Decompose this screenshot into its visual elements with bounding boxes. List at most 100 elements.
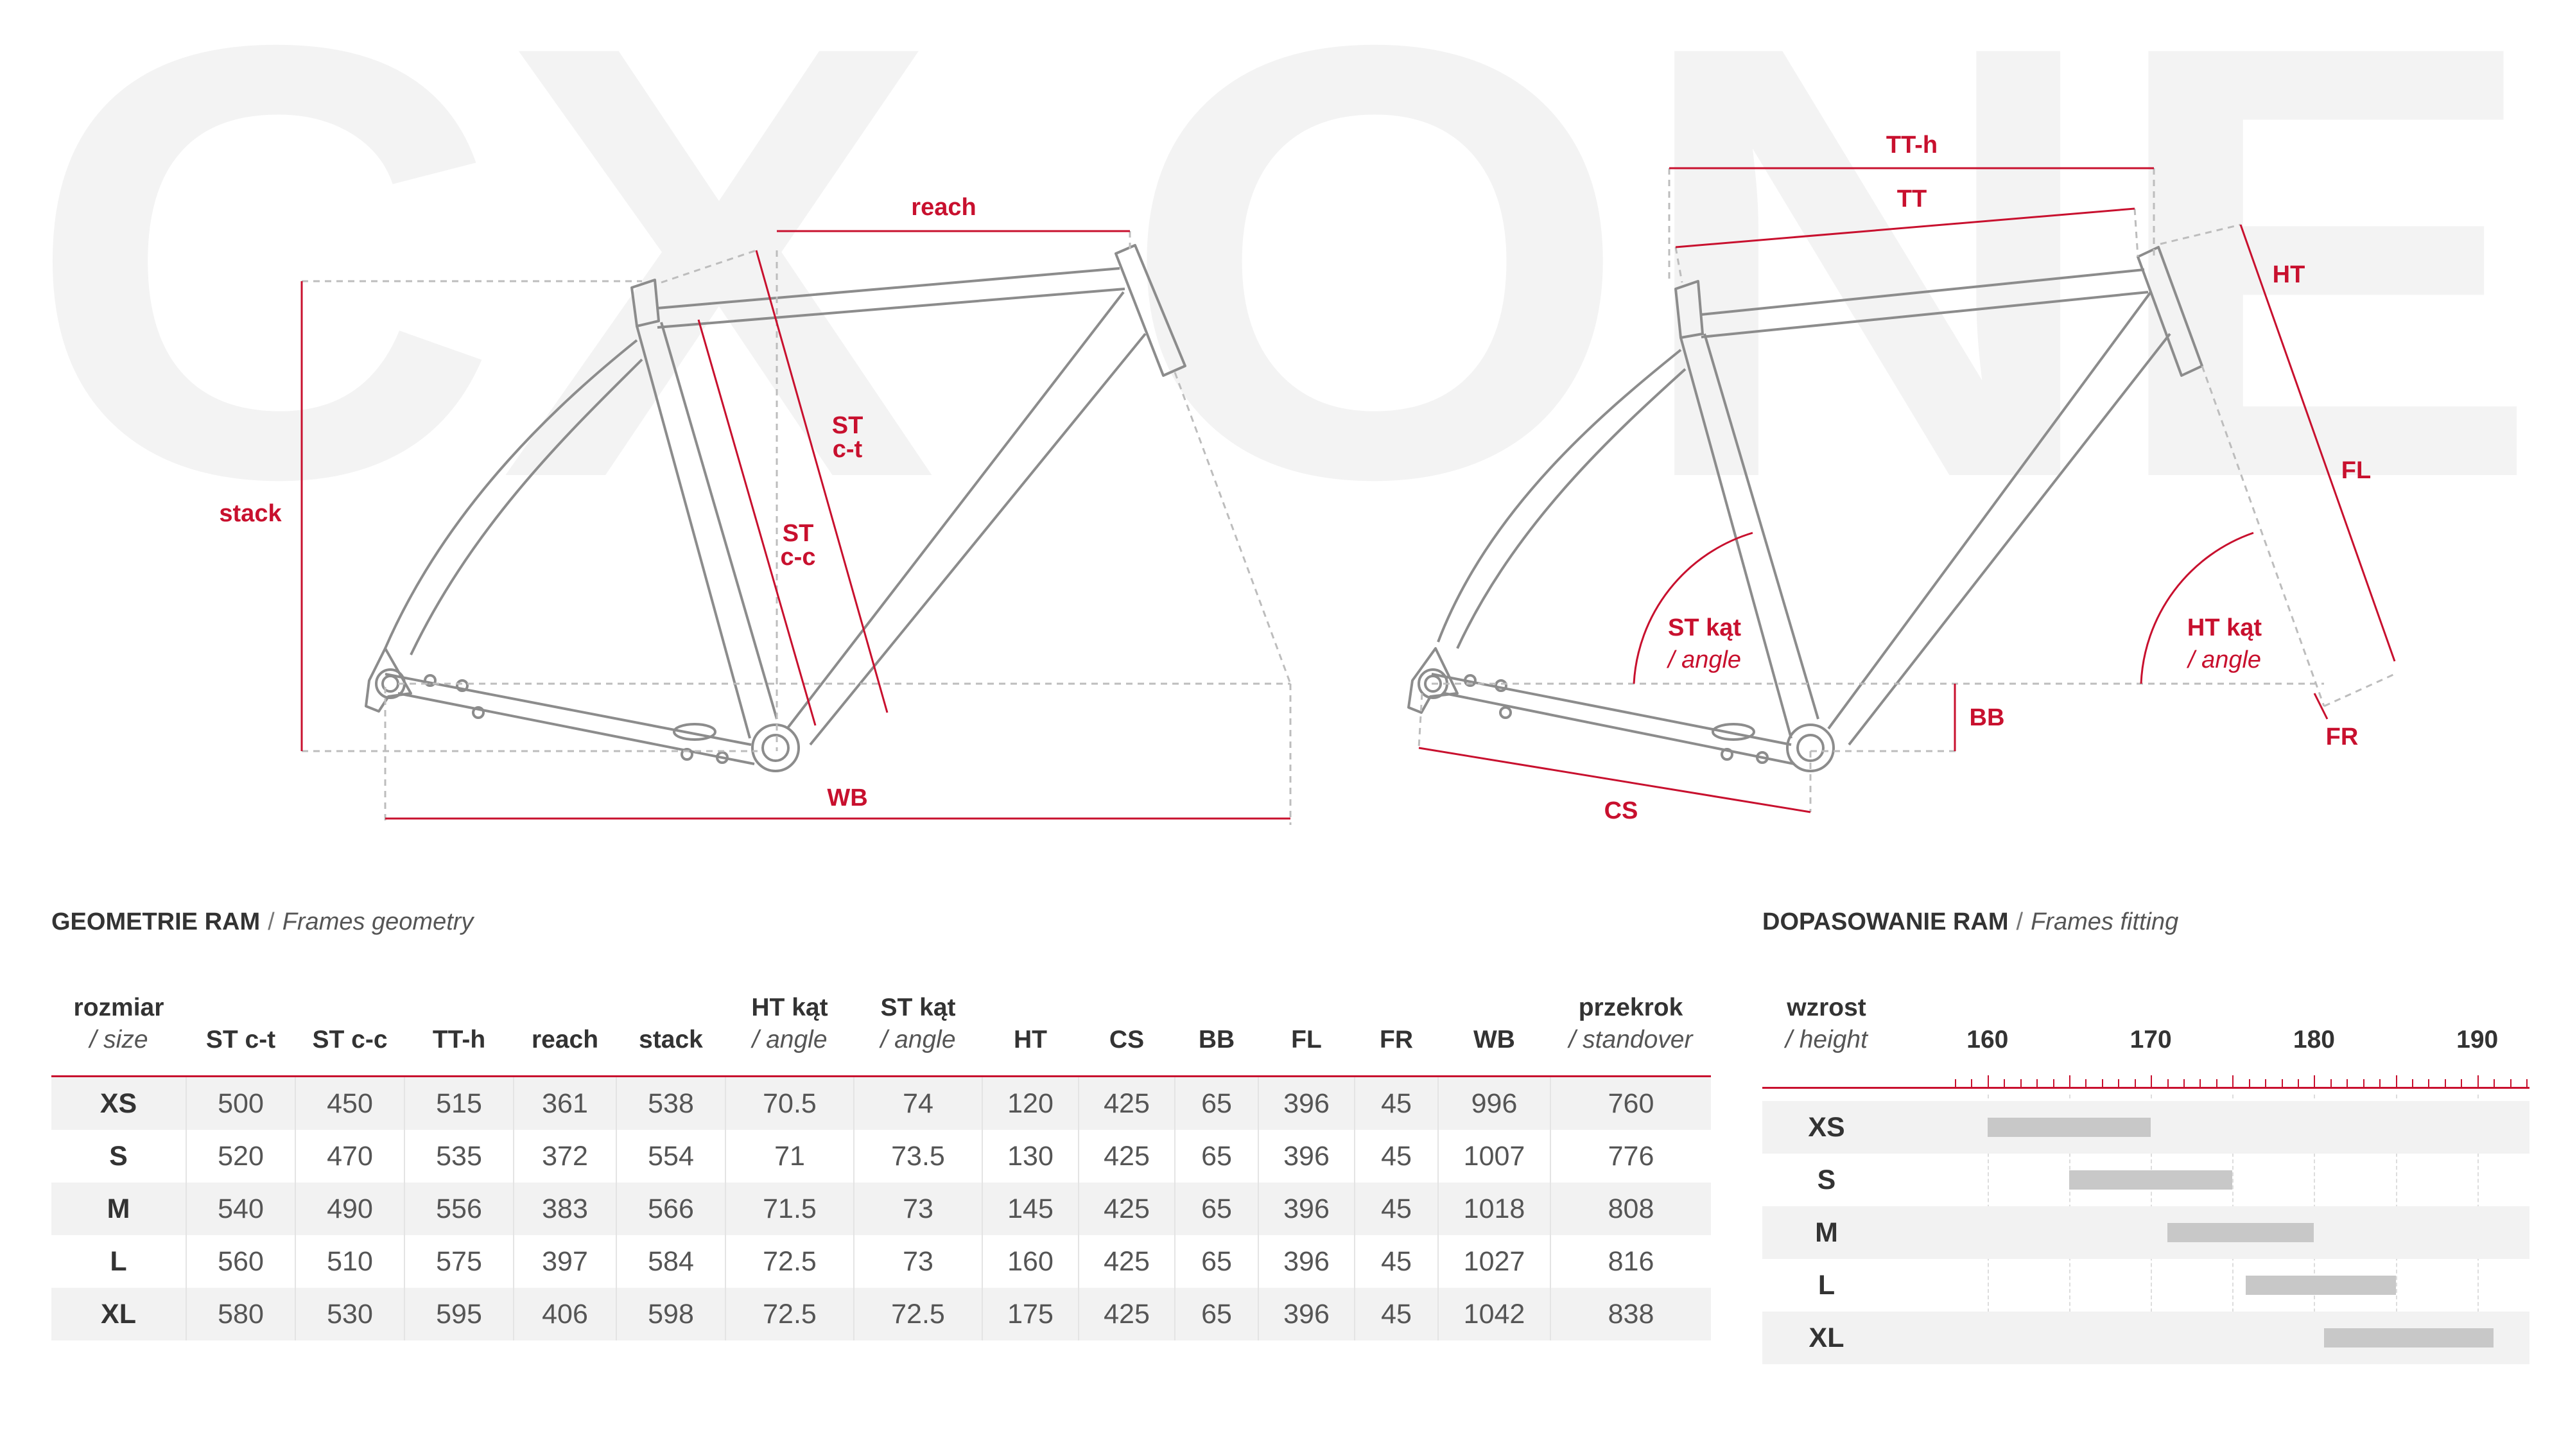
label-ht-angle-2: / angle (2186, 646, 2261, 673)
fitting-tick-mark (2298, 1079, 2299, 1087)
fitting-size-label: M (1815, 1217, 1838, 1248)
value-cell: 160 (982, 1235, 1079, 1288)
fitting-tick-mark (2395, 1075, 2397, 1087)
value-cell: 520 (186, 1130, 295, 1183)
geometry-col-header: TT-h (404, 992, 514, 1077)
left-dimension-lines (300, 230, 1290, 820)
value-cell: 73 (853, 1183, 982, 1235)
frame-geometry-diagrams: CX ONE (26, 0, 2542, 825)
fitting-tick-mark (2363, 1079, 2364, 1087)
fitting-tick-mark (2412, 1079, 2413, 1087)
fitting-range-bar (2245, 1276, 2396, 1295)
fitting-tick-mark (2216, 1079, 2217, 1087)
geometry-col-header: ST c-t (186, 992, 295, 1077)
fitting-tick-mark (2101, 1079, 2103, 1087)
geometry-col-label: ST c-c (312, 1026, 388, 1053)
watermark-text: CX ONE (26, 0, 2542, 606)
fitting-tick-mark (2004, 1079, 2006, 1087)
fitting-tick-mark (2281, 1079, 2283, 1087)
fitting-row: M (1762, 1206, 2529, 1259)
fitting-range-bar (2323, 1328, 2494, 1348)
geometry-title-separator: / (268, 908, 275, 935)
geometry-col-header: HT kąt/ angle (725, 992, 854, 1077)
label-wb: WB (827, 784, 867, 811)
value-cell: 72.5 (853, 1288, 982, 1340)
value-cell: 396 (1258, 1130, 1355, 1183)
value-cell: 540 (186, 1183, 295, 1235)
fitting-tick-mark (2444, 1079, 2446, 1087)
label-cs: CS (1604, 797, 1638, 824)
fitting-tick-mark (2183, 1079, 2185, 1087)
label-st-ct-1: ST (832, 412, 863, 439)
value-cell: 996 (1437, 1076, 1550, 1130)
value-cell: 560 (186, 1235, 295, 1288)
value-cell: 580 (186, 1288, 295, 1340)
label-reach: reach (911, 194, 976, 221)
value-cell: 515 (404, 1076, 514, 1130)
fitting-size-label: S (1817, 1165, 1836, 1195)
value-cell: 71 (725, 1130, 854, 1183)
fitting-header-sub: / height (1785, 1026, 1868, 1053)
value-cell: 45 (1354, 1235, 1438, 1288)
geometry-col-label: WB (1473, 1026, 1515, 1053)
fitting-tick-mark (2330, 1079, 2332, 1087)
value-cell: 383 (513, 1183, 616, 1235)
value-cell: 45 (1354, 1076, 1438, 1130)
fitting-title-en: Frames fitting (2031, 908, 2179, 935)
value-cell: 65 (1174, 1235, 1258, 1288)
geometry-col-header: HT (982, 992, 1079, 1077)
geometry-col-header: CS (1079, 992, 1175, 1077)
value-cell: 500 (186, 1076, 295, 1130)
geometry-col-label: BB (1198, 1026, 1235, 1053)
value-cell: 145 (982, 1183, 1079, 1235)
label-stack: stack (219, 500, 282, 527)
value-cell: 598 (616, 1288, 725, 1340)
value-cell: 538 (616, 1076, 725, 1130)
fitting-tick-mark (2428, 1079, 2430, 1087)
geometry-col-sublabel: / size (89, 1026, 148, 1053)
value-cell: 535 (404, 1130, 514, 1183)
value-cell: 490 (295, 1183, 404, 1235)
geometry-col-header: BB (1175, 992, 1258, 1077)
fitting-tick-label: 170 (2130, 1026, 2172, 1053)
fitting-row: XS (1762, 1101, 2529, 1154)
geometry-col-header: reach (514, 992, 616, 1077)
value-cell: 65 (1174, 1130, 1258, 1183)
value-cell: 65 (1174, 1183, 1258, 1235)
value-cell: 760 (1550, 1076, 1711, 1130)
fitting-tick-label: 180 (2293, 1026, 2335, 1053)
value-cell: 396 (1258, 1076, 1355, 1130)
fitting-tick-mark (2314, 1075, 2316, 1087)
geometry-col-label: reach (531, 1026, 599, 1053)
value-cell: 45 (1354, 1130, 1438, 1183)
value-cell: 175 (982, 1288, 1079, 1340)
geometry-col-label: FR (1380, 1026, 1413, 1053)
size-cell: L (51, 1235, 186, 1288)
right-construction-lines (1418, 168, 2395, 812)
fitting-tick-mark (2134, 1079, 2136, 1087)
value-cell: 470 (295, 1130, 404, 1183)
label-st-angle-1: ST kąt (1668, 614, 1741, 641)
geometry-col-header: ST kąt/ angle (854, 992, 982, 1077)
value-cell: 776 (1550, 1130, 1711, 1183)
label-st-cc-1: ST (783, 520, 814, 547)
geometry-col-label: rozmiar (73, 994, 164, 1021)
fitting-title-separator: / (2016, 908, 2024, 935)
geometry-col-header: ST c-c (295, 992, 404, 1077)
fitting-tick-mark (2069, 1075, 2070, 1087)
value-cell: 45 (1354, 1183, 1438, 1235)
value-cell: 808 (1550, 1183, 1711, 1235)
value-cell: 1007 (1437, 1130, 1550, 1183)
fitting-tick-mark (1971, 1079, 1973, 1087)
fitting-tick-label: 160 (1966, 1026, 2009, 1053)
value-cell: 595 (404, 1288, 514, 1340)
geometry-col-label: TT-h (432, 1026, 486, 1053)
fitting-tick-mark (2085, 1079, 2087, 1087)
geometry-col-label: HT (1014, 1026, 1047, 1053)
value-cell: 65 (1174, 1076, 1258, 1130)
